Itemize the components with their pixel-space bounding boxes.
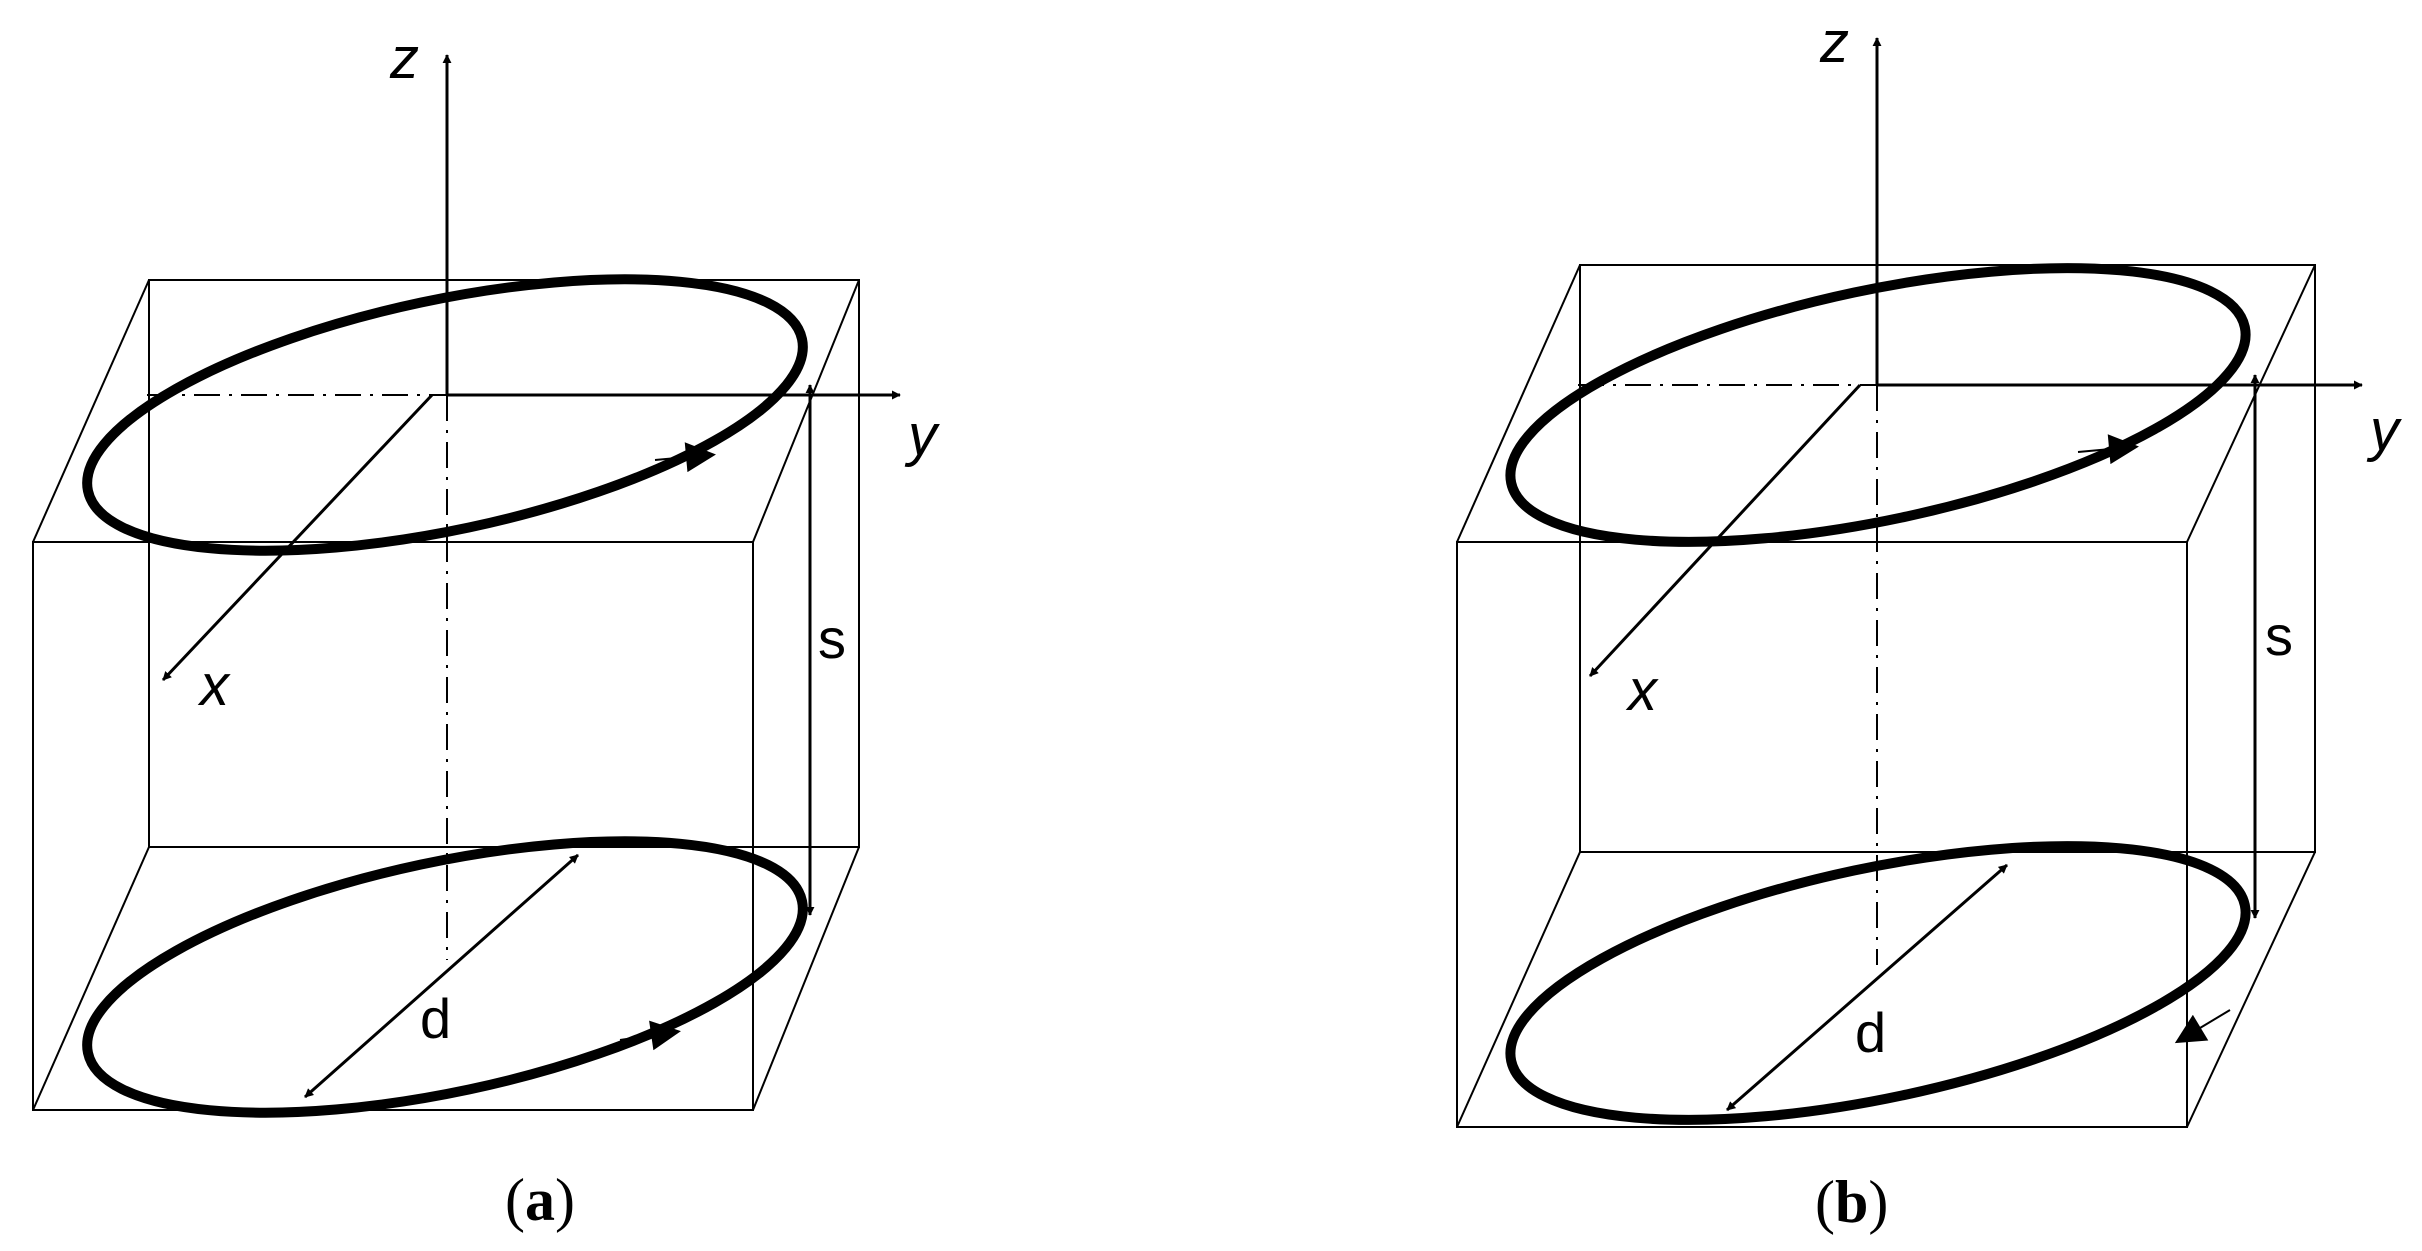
current-loop-top — [1505, 263, 2251, 547]
current-loop-bottom — [82, 836, 808, 1118]
z-axis-label: z — [1819, 10, 1849, 75]
panel-caption: (a) — [505, 1167, 575, 1233]
y-axis-label: y — [904, 403, 940, 468]
direction-arrow-icon — [619, 1020, 681, 1051]
x-axis-label: x — [1625, 658, 1659, 723]
panel-a: z y x s d (a) — [32, 26, 940, 1233]
direction-arrow-icon — [2077, 434, 2139, 465]
diameter-label: d — [420, 987, 451, 1050]
panel-b: z y x s d (b) — [1456, 10, 2402, 1235]
bounding-box — [1456, 264, 2316, 1128]
coordinate-axes — [147, 54, 901, 960]
diameter-dimension — [1726, 863, 2008, 1112]
direction-arrow-icon — [654, 442, 716, 473]
z-axis-label: z — [389, 26, 419, 91]
x-axis-label: x — [197, 653, 231, 718]
diameter-label: d — [1855, 1001, 1886, 1064]
separation-label: s — [2265, 604, 2293, 667]
separation-label: s — [818, 607, 846, 670]
panel-caption: (b) — [1815, 1169, 1888, 1235]
x-axis — [1588, 383, 1862, 678]
direction-arrow-icon — [2174, 1009, 2231, 1044]
x-axis — [161, 393, 434, 682]
diameter-dimension — [304, 853, 579, 1099]
current-loop-top — [82, 274, 808, 556]
y-axis-label: y — [2366, 398, 2402, 463]
current-loop-bottom — [1505, 841, 2251, 1125]
